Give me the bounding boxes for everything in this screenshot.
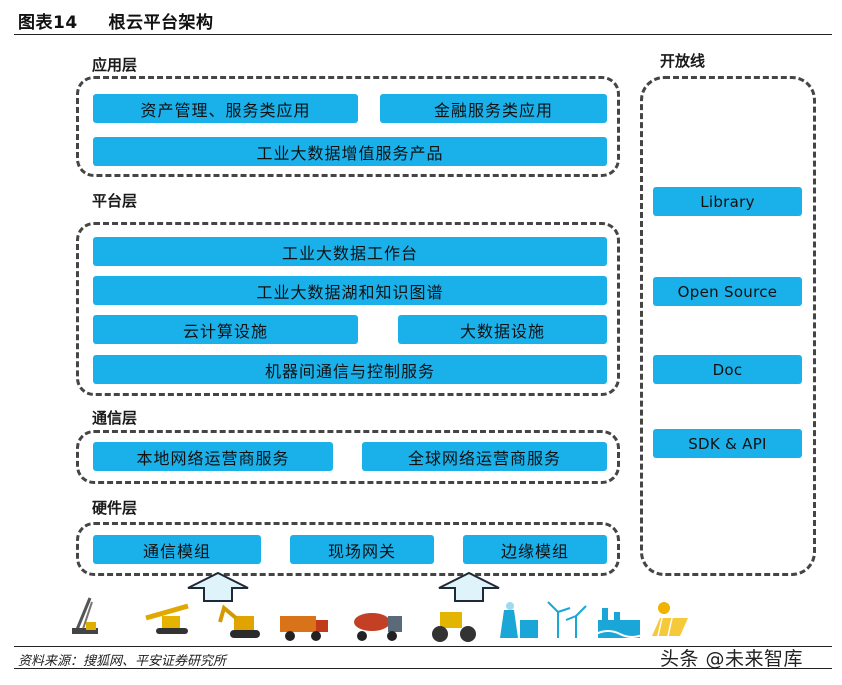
figure-caption: 根云平台架构 (108, 13, 214, 33)
watermark: 头条 @未来智库 (660, 648, 804, 670)
open-library-bar: Library (653, 187, 802, 216)
solar-icon (652, 602, 688, 637)
open-sdk-api-bar: SDK & API (653, 429, 802, 458)
factory-icon (595, 608, 645, 638)
hw-edge-module-bar: 边缘模组 (463, 535, 607, 564)
road-roller-icon (432, 612, 476, 642)
drill-rig-icon (145, 603, 189, 634)
bottom-rule-1 (14, 646, 832, 647)
app-layer-title: 应用层 (92, 56, 138, 74)
platform-layer-box (76, 222, 620, 396)
comm-global-bar: 全球网络运营商服务 (362, 442, 607, 471)
app-bigdata-product-bar: 工业大数据增值服务产品 (93, 137, 607, 166)
platform-workbench-bar: 工业大数据工作台 (93, 237, 607, 266)
platform-layer-title: 平台层 (92, 192, 138, 210)
comm-local-bar: 本地网络运营商服务 (93, 442, 333, 471)
hw-gateway-bar: 现场网关 (290, 535, 434, 564)
hw-comm-module-bar: 通信模组 (93, 535, 261, 564)
platform-cloud-bar: 云计算设施 (93, 315, 358, 344)
source-note: 资料来源：搜狐网、平安证券研究所 (18, 654, 227, 669)
excavator-icon (218, 604, 260, 638)
crane-icon (72, 597, 98, 634)
platform-bigdata-bar: 大数据设施 (398, 315, 607, 344)
open-doc-bar: Doc (653, 355, 802, 384)
open-line-title: 开放线 (660, 52, 706, 70)
hardware-layer-box (76, 522, 620, 576)
app-finance-bar: 金融服务类应用 (380, 94, 607, 123)
app-layer-box (76, 76, 620, 177)
comm-layer-title: 通信层 (92, 409, 138, 427)
power-plant-icon (500, 602, 538, 638)
platform-m2m-bar: 机器间通信与控制服务 (93, 355, 607, 384)
figure-title: 图表14 根云平台架构 (18, 8, 214, 33)
platform-datalake-bar: 工业大数据湖和知识图谱 (93, 276, 607, 305)
up-arrow-left-icon (187, 572, 249, 602)
open-line-box (640, 76, 816, 576)
pump-truck-icon (280, 616, 328, 641)
app-asset-mgmt-bar: 资产管理、服务类应用 (93, 94, 358, 123)
wind-turbine-icon (547, 601, 587, 638)
comm-layer-box (76, 430, 620, 484)
figure-label: 图表14 (18, 13, 78, 33)
open-opensource-bar: Open Source (653, 277, 802, 306)
concrete-mixer-icon (354, 613, 402, 641)
bottom-rule-2 (14, 668, 832, 669)
top-rule (14, 34, 832, 35)
up-arrow-right-icon (438, 572, 500, 602)
hardware-layer-title: 硬件层 (92, 499, 138, 517)
